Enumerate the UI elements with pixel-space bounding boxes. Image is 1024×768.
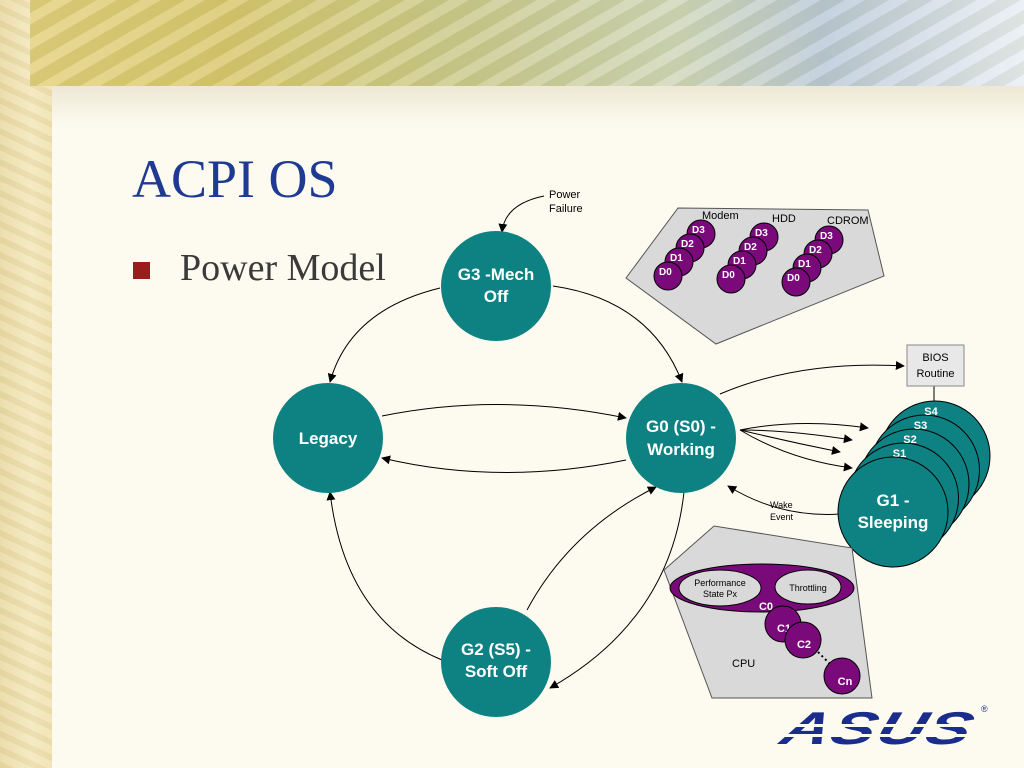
state-legacy xyxy=(273,383,383,493)
bios-label-1: BIOS xyxy=(922,352,948,364)
registered-mark: ® xyxy=(981,704,988,714)
cn-label: Cn xyxy=(838,676,853,688)
device-state-label: D3 xyxy=(820,231,833,242)
sleep-state-label: S2 xyxy=(903,434,916,446)
state-g2-soft-off xyxy=(441,607,551,717)
wake-event-label-1: Wake xyxy=(770,500,793,510)
device-state-label: D2 xyxy=(681,239,694,250)
bios-label-2: Routine xyxy=(917,368,955,380)
g2-label-1: G2 (S5) - xyxy=(461,640,531,659)
slide-title: ACPI OS xyxy=(132,149,338,209)
sleep-state-label: S4 xyxy=(924,406,938,418)
arrow-g3-to-legacy xyxy=(327,287,441,383)
device-state-label: D1 xyxy=(670,253,683,264)
arrow-g0-to-sleep-4 xyxy=(739,429,853,472)
svg-text:ASUS: ASUS xyxy=(773,703,981,755)
device-state-label: D3 xyxy=(755,228,768,239)
power-failure-label-2: Failure xyxy=(549,203,583,215)
left-texture-strip xyxy=(0,0,52,768)
g2-label-2: Soft Off xyxy=(465,662,528,681)
device-state-label: D1 xyxy=(798,259,811,270)
device-state-label: D1 xyxy=(733,256,746,267)
banner-shadow xyxy=(52,86,1024,126)
device-label-cdrom: CDROM xyxy=(827,215,869,227)
arrow-g2-to-g0 xyxy=(526,486,657,611)
device-state-label: D2 xyxy=(744,242,757,253)
arrow-g0-to-bios xyxy=(719,361,905,395)
legacy-label: Legacy xyxy=(299,429,358,448)
arrow-g0-to-g2 xyxy=(549,491,685,689)
device-label-hdd: HDD xyxy=(772,213,796,225)
left-texture-overlay xyxy=(0,0,52,768)
cn-state xyxy=(823,657,861,695)
arrow-g2-to-legacy xyxy=(326,491,443,661)
device-state-label: D0 xyxy=(787,273,800,284)
g1-label-1: G1 - xyxy=(876,491,909,510)
arrow-wake-to-g0 xyxy=(727,485,841,515)
device-state-label: D3 xyxy=(692,225,705,236)
performance-state-bubble xyxy=(678,569,762,607)
device-state-d0 xyxy=(653,261,683,291)
sleep-state-label: S3 xyxy=(914,420,927,432)
throttling-bubble xyxy=(774,569,842,605)
g0-label-1: G0 (S0) - xyxy=(646,417,716,436)
bullet-square-icon xyxy=(133,262,150,279)
wake-event-label-2: Event xyxy=(770,512,794,522)
state-g1-sleeping xyxy=(837,456,949,568)
g3-label-2: Off xyxy=(484,287,509,306)
arrow-g0-to-legacy xyxy=(381,455,627,473)
state-g3-mech-off xyxy=(441,231,551,341)
top-banner-image xyxy=(30,0,1024,86)
power-failure-label-1: Power xyxy=(549,189,581,201)
device-label-modem: Modem xyxy=(702,210,739,222)
device-state-label: D0 xyxy=(722,270,735,281)
power-failure-arrow xyxy=(498,195,545,233)
bios-routine-box xyxy=(906,344,965,387)
arrow-g0-to-sleep-1 xyxy=(739,422,869,432)
bullet-power-model: Power Model xyxy=(180,247,386,289)
arrow-g0-to-sleep-2 xyxy=(739,429,853,444)
device-state-d0 xyxy=(716,264,746,294)
c2-label: C2 xyxy=(797,639,811,651)
state-g0-working xyxy=(626,383,736,493)
g3-label-1: G3 -Mech xyxy=(458,265,535,284)
perf-label-2: State Px xyxy=(703,589,738,599)
asus-logo: ASUS xyxy=(773,703,985,755)
perf-label-1: Performance xyxy=(694,578,746,588)
top-banner-texture xyxy=(30,0,1024,86)
c2-state xyxy=(784,621,822,659)
arrow-legacy-to-g0 xyxy=(381,404,627,421)
throttling-label: Throttling xyxy=(789,583,827,593)
arrow-g3-to-g0 xyxy=(552,285,684,383)
device-state-label: D2 xyxy=(809,245,822,256)
device-state-label: D0 xyxy=(659,267,672,278)
arrow-g0-to-sleep-3 xyxy=(739,429,841,455)
device-state-d0 xyxy=(781,267,811,297)
g0-label-2: Working xyxy=(647,440,715,459)
cpu-label: CPU xyxy=(732,658,755,670)
c0-label: C0 xyxy=(759,601,773,613)
g1-label-2: Sleeping xyxy=(858,513,929,532)
